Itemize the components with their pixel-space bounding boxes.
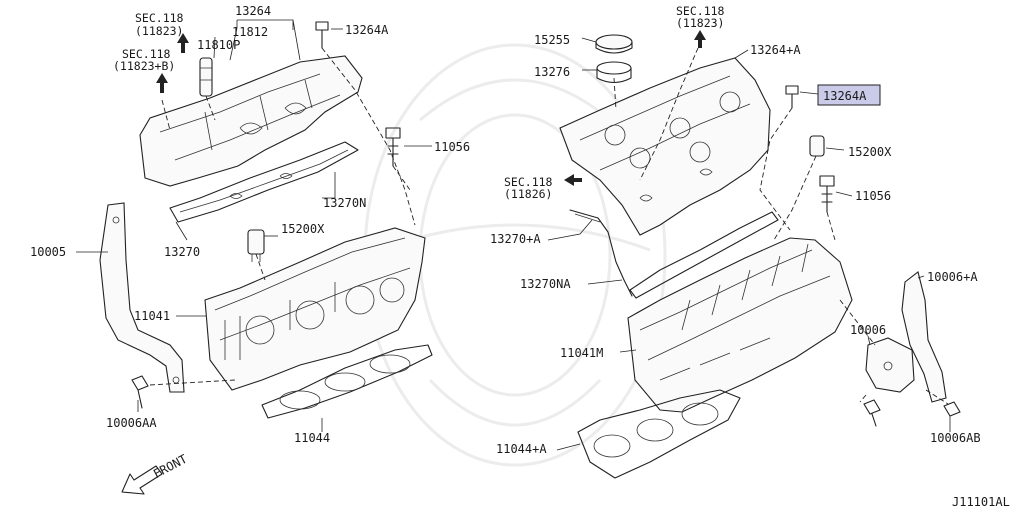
watermark-emblem	[363, 43, 667, 467]
label-sec118-11823b: SEC.118	[122, 47, 171, 61]
label-13270pa: 13270+A	[490, 232, 541, 246]
label-11810p: 11810P	[197, 38, 240, 52]
spark-plug-tube-15200x-right[interactable]	[809, 135, 825, 157]
label-11056-left: 11056	[434, 140, 470, 154]
label-10006: 10006	[850, 323, 886, 337]
label-sec118-11826: SEC.118	[504, 175, 553, 189]
label-10006ab: 10006AB	[930, 431, 981, 445]
label-sec118-11823-sub: (11823)	[135, 24, 183, 38]
rocker-cover-left[interactable]	[139, 55, 363, 187]
label-11056-right: 11056	[855, 189, 891, 203]
rocker-cover-right[interactable]	[559, 57, 771, 236]
bolt-10006ab[interactable]	[943, 401, 961, 417]
label-15200x-right: 15200X	[848, 145, 892, 159]
label-11044pa: 11044+A	[496, 442, 547, 456]
engine-mount-bracket-10006[interactable]	[865, 337, 915, 393]
label-13264pa: 13264+A	[750, 43, 801, 57]
diagram-code: J11101AL	[952, 495, 1010, 509]
label-sec118-11823-right: SEC.118	[676, 4, 725, 18]
arrow-sec118-11823	[177, 33, 189, 53]
label-13270: 13270	[164, 245, 200, 259]
highlight-13264a-right[interactable]	[817, 84, 881, 106]
label-13270n: 13270N	[323, 196, 366, 210]
rocker-cover-gasket-right[interactable]	[629, 211, 779, 299]
assembly-lines-right	[613, 47, 949, 405]
arrow-sec118-11823-right	[694, 30, 706, 48]
engine-mount-bracket-10005[interactable]	[99, 202, 185, 393]
label-sec118-11823b-sub: (11823+B)	[113, 59, 175, 73]
spark-plug-tube-15200x-left[interactable]	[247, 229, 265, 262]
label-sec118-11823-right-sub: (11823)	[676, 16, 724, 30]
label-13264a-left: 13264A	[345, 23, 389, 37]
label-10005: 10005	[30, 245, 66, 259]
plug-tube-gasket-13270pa[interactable]	[569, 209, 633, 297]
bolt-13264a-right[interactable]	[785, 85, 799, 109]
label-10006pa: 10006+A	[927, 270, 978, 284]
label-15255: 15255	[534, 33, 570, 47]
labels-right: 15255 13276 SEC.118 (11823) 13264+A 1326…	[490, 4, 981, 456]
assembly-lines-left	[149, 47, 416, 386]
label-15200x-left: 15200X	[281, 222, 325, 236]
label-sec118-11826-sub: (11826)	[504, 187, 552, 201]
front-label: FRONT	[151, 452, 189, 481]
bolt-11056-right[interactable]	[819, 175, 835, 213]
cylinder-head-right[interactable]	[627, 237, 853, 413]
front-direction-arrow	[121, 465, 163, 495]
label-11044: 11044	[294, 431, 330, 445]
arrow-sec118-11826	[564, 174, 582, 186]
label-11812: 11812	[232, 25, 268, 39]
head-gasket-left[interactable]	[261, 344, 433, 419]
label-11041m: 11041M	[560, 346, 603, 360]
label-13264a-right: 13264A	[823, 89, 867, 103]
label-10006aa: 10006AA	[106, 416, 157, 430]
leaders-left	[76, 19, 432, 432]
oil-control-valve-11810p[interactable]	[199, 57, 213, 97]
label-11041: 11041	[134, 309, 170, 323]
label-13270na: 13270NA	[520, 277, 571, 291]
leaders-right	[547, 37, 951, 451]
bolt-10006aa[interactable]	[131, 375, 149, 409]
head-gasket-right[interactable]	[577, 389, 741, 479]
bolt-right-lower[interactable]	[863, 399, 881, 427]
cylinder-head-left[interactable]	[204, 227, 426, 391]
oil-filler-cap-15255[interactable]	[595, 34, 633, 54]
engine-mount-bracket-10006pa[interactable]	[901, 271, 947, 403]
arrow-sec118-11823b	[156, 73, 168, 93]
label-sec118-11823: SEC.118	[135, 11, 184, 25]
rocker-cover-gasket-left[interactable]	[169, 141, 359, 223]
label-13276: 13276	[534, 65, 570, 79]
bolt-13264a-left[interactable]	[315, 21, 329, 49]
labels-left: 13264 11812 SEC.118 (11823) 11810P SEC.1…	[30, 4, 470, 445]
bolt-11056-left[interactable]	[385, 127, 401, 167]
label-13264: 13264	[235, 4, 271, 18]
